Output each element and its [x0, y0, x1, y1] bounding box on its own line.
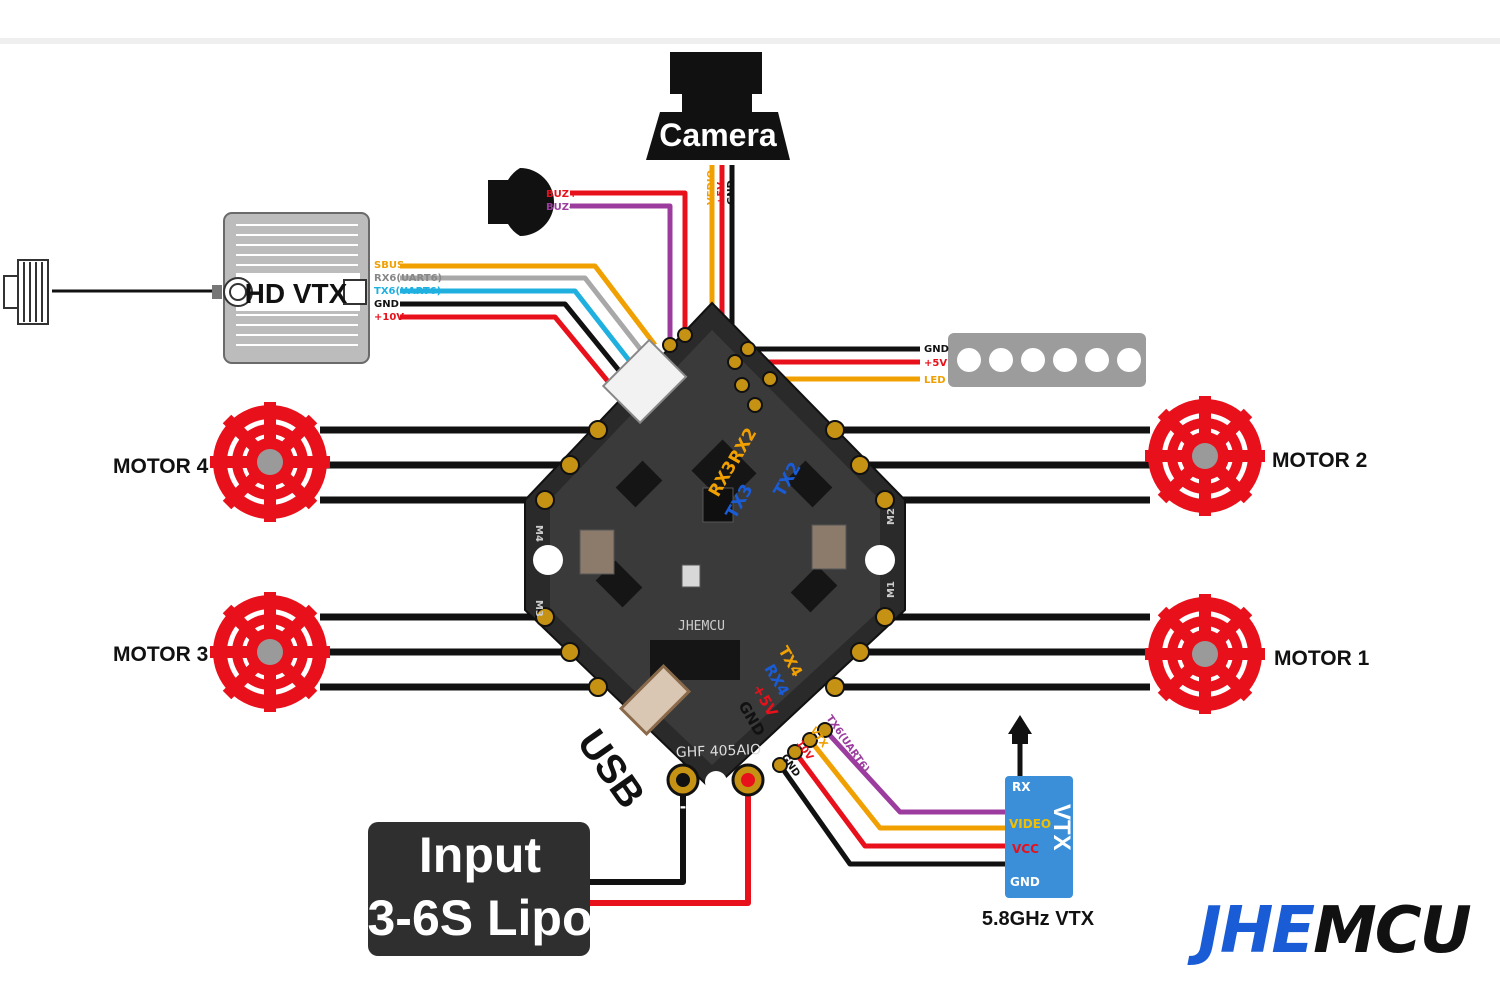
hd-vtx-pins: SBUS RX6(UART6) TX6(UART6) GND +10V — [374, 260, 442, 323]
jhemcu-logo: JHEMCU — [1187, 894, 1473, 968]
motor-1-icon — [1145, 594, 1265, 714]
top-bar — [0, 0, 1500, 44]
motor-3-icon — [210, 592, 330, 712]
hd-vtx-pin-gnd: GND — [374, 299, 399, 310]
input-line2: 3-6S Lipo — [367, 890, 592, 946]
input-line1: Input — [419, 827, 542, 883]
vtx-label: VTX — [1048, 804, 1075, 851]
hd-vtx-pin-sbus: SBUS — [374, 260, 404, 271]
led-pins: GND +5V LED — [924, 344, 949, 386]
led-strip — [948, 333, 1146, 387]
pad-label-m2: M2 — [886, 508, 897, 525]
led-pin-led: LED — [924, 375, 946, 386]
led-pin-gnd: GND — [924, 344, 949, 355]
board-model-text: GHF 405AIO — [676, 742, 762, 761]
buzzer: BUZ+ BUZ- — [488, 168, 577, 236]
camera-pin-5v: +5V — [716, 182, 727, 205]
buzzer-pin-pos: BUZ+ — [546, 189, 577, 200]
vtx-pin-vcc: VCC — [1012, 842, 1039, 856]
hd-vtx-antenna-connector — [3, 259, 49, 325]
hd-vtx-pin-tx6: TX6(UART6) — [374, 286, 441, 297]
hd-vtx-pin-10v: +10V — [374, 312, 404, 323]
vtx-pin-rx: RX — [1012, 780, 1031, 794]
led-pin-5v: +5V — [924, 358, 947, 369]
camera: Camera — [646, 52, 790, 160]
battery-pad-pos: + — [729, 797, 742, 816]
motor-1-label: MOTOR 1 — [1274, 647, 1370, 670]
motor-3-label: MOTOR 3 — [113, 643, 208, 666]
camera-pins: VEDIO +5V GND — [706, 170, 737, 205]
vtx-caption: 5.8GHz VTX — [982, 908, 1095, 930]
input-battery-box: Input 3-6S Lipo — [367, 822, 593, 956]
buzzer-pin-neg: BUZ- — [546, 202, 573, 213]
hd-vtx-pin-rx6: RX6(UART6) — [374, 273, 442, 284]
analog-vtx: RX VIDEO VCC GND VTX 5.8GHz VTX — [982, 715, 1095, 930]
board-brand-text: JHEMCU — [678, 619, 725, 634]
pad-label-m4: M4 — [533, 525, 544, 542]
camera-pin-gnd: GND — [726, 180, 737, 205]
motor-2-icon — [1145, 396, 1265, 516]
hd-vtx: HD VTX — [212, 212, 370, 364]
motor-2-label: MOTOR 2 — [1272, 449, 1367, 472]
flight-controller-board: RX3 RX2 TX3 TX2 TX4 RX4 +5V GND JHEMCU G… — [524, 301, 906, 816]
usb-label: USB — [569, 722, 653, 816]
battery-pad-neg: - — [680, 797, 687, 816]
motor-4-icon — [210, 402, 330, 522]
camera-pin-video: VEDIO — [706, 170, 717, 205]
pad-label-m1: M1 — [886, 581, 897, 598]
pad-label-m3: M3 — [533, 600, 544, 617]
vtx-pin-video: VIDEO — [1009, 817, 1051, 831]
svg-text:JHEMCU: JHEMCU — [1187, 894, 1471, 968]
camera-label: Camera — [659, 117, 777, 153]
wires — [52, 165, 1150, 906]
vtx-pin-gnd: GND — [1010, 875, 1040, 889]
motor-4-label: MOTOR 4 — [113, 455, 209, 478]
hd-vtx-label: HD VTX — [245, 278, 348, 309]
